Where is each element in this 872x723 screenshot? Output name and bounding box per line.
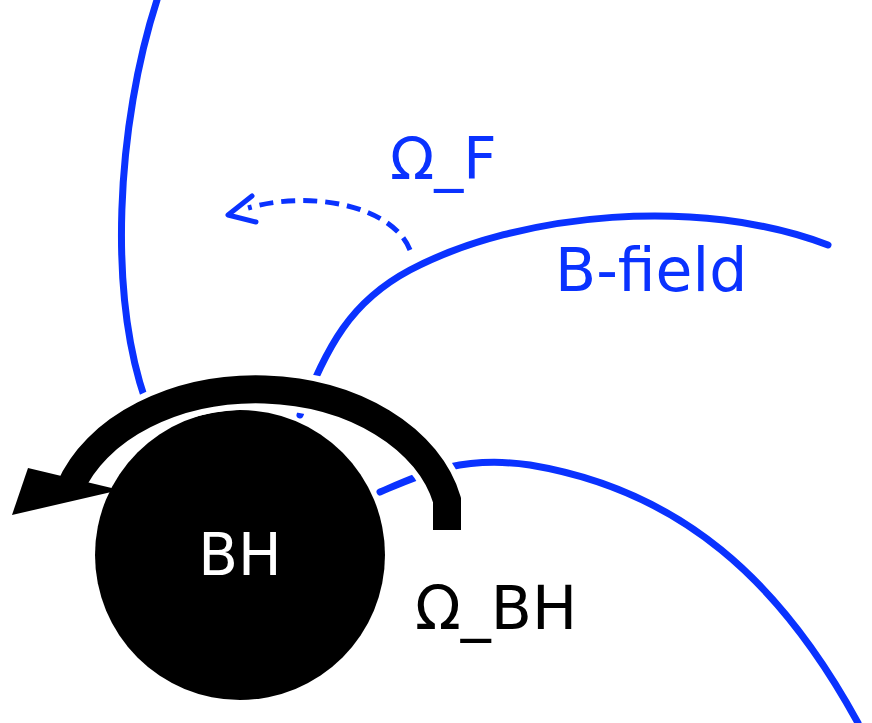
arrowhead	[12, 468, 120, 515]
field-label: B-field	[555, 240, 747, 300]
rotation-label: Ω_F	[390, 130, 497, 188]
arrow-halo	[70, 389, 447, 530]
rotation-arrow	[248, 201, 410, 250]
spin-arrow	[70, 389, 447, 530]
field-line	[121, 0, 157, 418]
field-line	[300, 216, 828, 415]
node-label: BH	[198, 526, 281, 584]
black-hole-disc	[95, 410, 385, 700]
spin-label: Ω_BH	[415, 578, 577, 638]
black-hole: BH	[95, 410, 385, 700]
arrowhead	[228, 196, 256, 222]
